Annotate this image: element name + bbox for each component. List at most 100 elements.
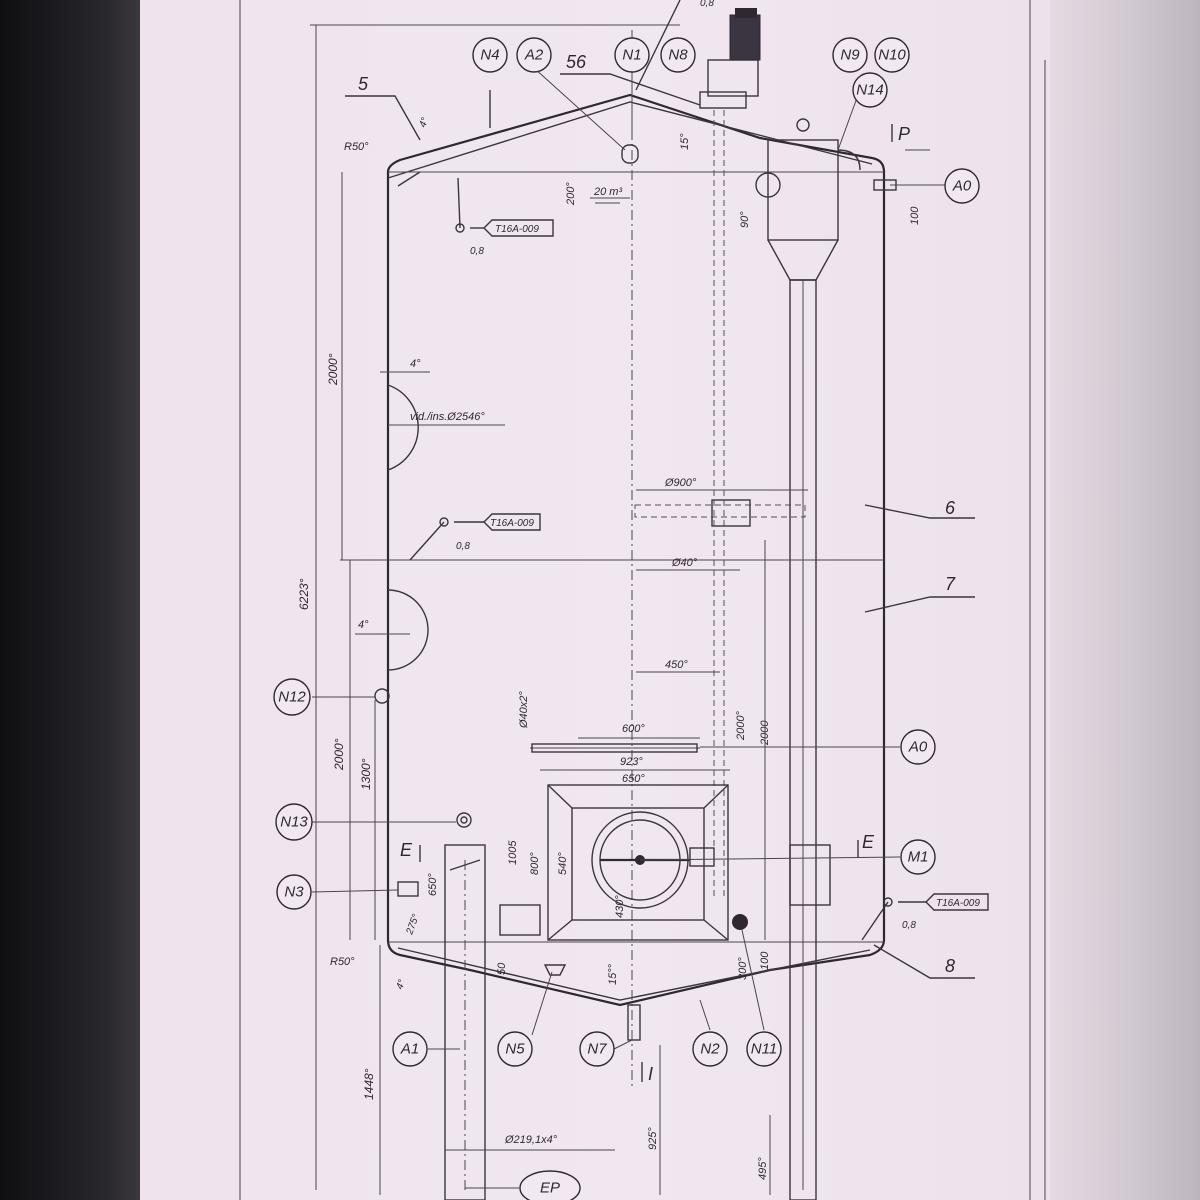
nozzle-n12: [374, 688, 390, 704]
dim-1005: 1005: [507, 840, 519, 865]
nozzle-bubble-n9: N9: [832, 37, 868, 73]
dim-800: 800°: [529, 852, 541, 875]
svg-text:A2: A2: [524, 47, 544, 64]
nozzle-bubble-m1: M1: [900, 839, 936, 875]
nozzle-bubble-n5: N5: [497, 1031, 533, 1067]
nozzle-bubble-n10: N10: [874, 37, 910, 73]
dim-100-top: 100: [909, 206, 921, 225]
nozzle-bubble-n8: N8: [660, 37, 696, 73]
dim-650-v: 650°: [427, 873, 439, 896]
dim-4-b: 4°: [358, 619, 369, 631]
nozzle-bubble-ep: EP: [519, 1170, 581, 1200]
nozzle-bubble-n2: N2: [692, 1031, 728, 1067]
dim-923: 923°: [620, 756, 643, 768]
svg-text:N14: N14: [856, 82, 884, 99]
dim-600: 600°: [622, 723, 645, 735]
dim-r50-top: R50°: [344, 141, 369, 153]
svg-text:EP: EP: [540, 1180, 560, 1197]
dim-275: 275°: [404, 913, 422, 937]
svg-text:T16A-009: T16A-009: [936, 898, 980, 909]
svg-text:A1: A1: [400, 1041, 419, 1058]
support-leg-right: [789, 844, 831, 906]
dim-15-bot: 15°°: [607, 963, 619, 985]
svg-text:N7: N7: [587, 1041, 607, 1058]
nozzle-bubble-a1: A1: [392, 1031, 428, 1067]
monitor-bezel: [0, 0, 140, 1200]
dim-r50-bot: R50°: [330, 956, 355, 968]
dim-2000-lower: 2000°: [332, 738, 346, 771]
svg-text:0,8: 0,8: [470, 246, 484, 257]
agitator-blade: [634, 504, 806, 518]
finish-tag-2: T16A-009 0,8: [409, 513, 541, 561]
tank-shell: [386, 93, 886, 1007]
svg-text:0,8: 0,8: [902, 920, 916, 931]
dim-1300: 1300°: [359, 758, 373, 790]
dim-300: 300°: [737, 957, 749, 980]
svg-text:N1: N1: [622, 47, 641, 64]
section-e-left: E: [400, 840, 413, 860]
dim-6223: 6223°: [297, 578, 311, 610]
nozzle-bubble-a0-mid: A0: [900, 729, 936, 765]
nozzle-n3: [397, 881, 419, 897]
dim-4-top: 4°: [417, 116, 431, 129]
dim-top-small: 0,8: [700, 0, 714, 9]
support-leg-a1: [444, 844, 486, 1200]
cyclone-separator: [767, 118, 897, 1200]
nozzle-n13: [456, 812, 472, 828]
svg-text:A0: A0: [908, 739, 928, 756]
nozzle-bubble-a0-top: A0: [944, 168, 980, 204]
flow-label-p: P: [898, 124, 910, 144]
dim-2000-right: 2000°: [735, 711, 747, 741]
svg-text:N13: N13: [280, 814, 308, 831]
label-plate: [499, 904, 541, 936]
dim-200: 200°: [565, 182, 577, 206]
dim-90: 90°: [739, 211, 751, 228]
dim-925: 925°: [647, 1127, 659, 1150]
nozzle-bubble-n13: N13: [275, 803, 313, 841]
dim-15-top: 15°: [679, 133, 691, 150]
dim-219: Ø219,1x4°: [504, 1134, 558, 1146]
dim-450: 450°: [665, 659, 688, 671]
part-56: 56: [566, 52, 587, 72]
svg-text:M1: M1: [908, 849, 929, 866]
dim-100-bot: 100: [759, 951, 771, 970]
sight-glass-lower: [387, 589, 429, 671]
svg-text:N4: N4: [480, 47, 499, 64]
part-7: 7: [945, 574, 956, 594]
svg-text:N8: N8: [668, 47, 688, 64]
sight-glass-upper: [387, 384, 419, 471]
svg-text:N3: N3: [284, 884, 304, 901]
nozzle-bubble-n3: N3: [276, 874, 312, 910]
agitator-motor: [699, 8, 761, 109]
flow-label-i: I: [648, 1064, 653, 1084]
nozzle-bubble-n1: N1: [614, 37, 650, 73]
dim-vid-ins: vid./ins.Ø2546°: [410, 411, 485, 423]
part-8: 8: [945, 956, 955, 976]
part-5: 5: [358, 74, 369, 94]
section-e-right: E: [862, 832, 875, 852]
svg-text:A0: A0: [952, 178, 972, 195]
nozzle-bubble-a2: A2: [516, 37, 552, 73]
svg-text:N12: N12: [278, 689, 306, 706]
finish-tag-1: T16A-009 0,8: [455, 177, 554, 257]
dim-50: 50: [496, 962, 508, 975]
nozzle-n7: [627, 1004, 641, 1041]
dim-40: Ø40°: [671, 557, 698, 569]
manway-hatch: [530, 743, 729, 941]
svg-text:N2: N2: [700, 1041, 720, 1058]
dim-540: 540°: [557, 852, 569, 875]
nozzle-bubble-n11: N11: [746, 1031, 782, 1067]
nozzle-a2: [621, 144, 639, 164]
dim-40x2: Ø40x2°: [518, 691, 530, 729]
volume-label: 20 m³: [593, 186, 622, 198]
dim-650: 650°: [622, 773, 645, 785]
dim-495: 495°: [757, 1157, 769, 1180]
svg-text:0,8: 0,8: [456, 541, 470, 552]
dim-900: Ø900°: [664, 477, 697, 489]
dim-4-a: 4°: [410, 358, 421, 370]
nozzle-bubble-n7: N7: [579, 1031, 615, 1067]
nozzle-n5: [543, 964, 567, 976]
nozzle-bubble-n12: N12: [273, 678, 311, 716]
